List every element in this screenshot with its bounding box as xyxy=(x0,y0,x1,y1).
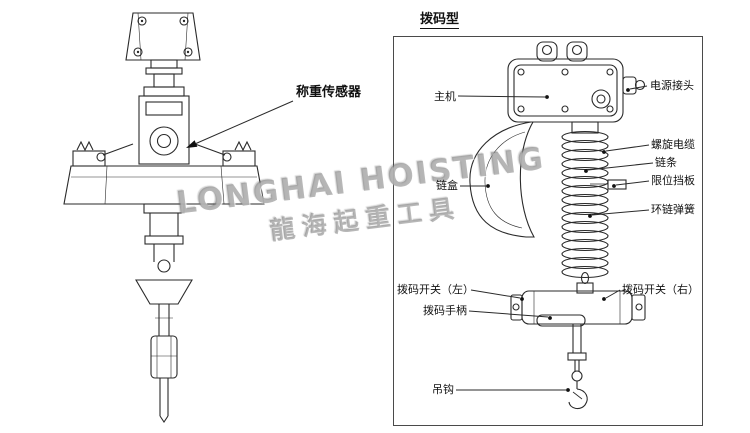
figure-title: 拨码型 xyxy=(420,8,460,29)
label-spiral-cable: 螺旋电缆 xyxy=(651,138,695,151)
left-figure-drawing xyxy=(63,12,265,423)
right-figure-drawing xyxy=(469,41,646,410)
label-dial-handle: 拨码手柄 xyxy=(423,304,467,317)
label-limit-plate: 限位挡板 xyxy=(651,174,695,187)
label-chain-spring: 环链弹簧 xyxy=(651,203,695,216)
label-power-connector: 电源接头 xyxy=(650,79,694,92)
label-main-unit: 主机 xyxy=(434,90,456,103)
label-chain: 链条 xyxy=(655,156,677,169)
label-weighing-sensor: 称重传感器 xyxy=(296,85,362,100)
label-dial-switch-right: 拨码开关（右） xyxy=(622,283,699,296)
label-hook: 吊钩 xyxy=(432,383,454,396)
right-figure-frame xyxy=(393,36,703,426)
label-dial-switch-left: 拨码开关（左） xyxy=(397,283,474,296)
label-chain-box: 链盒 xyxy=(436,179,458,192)
